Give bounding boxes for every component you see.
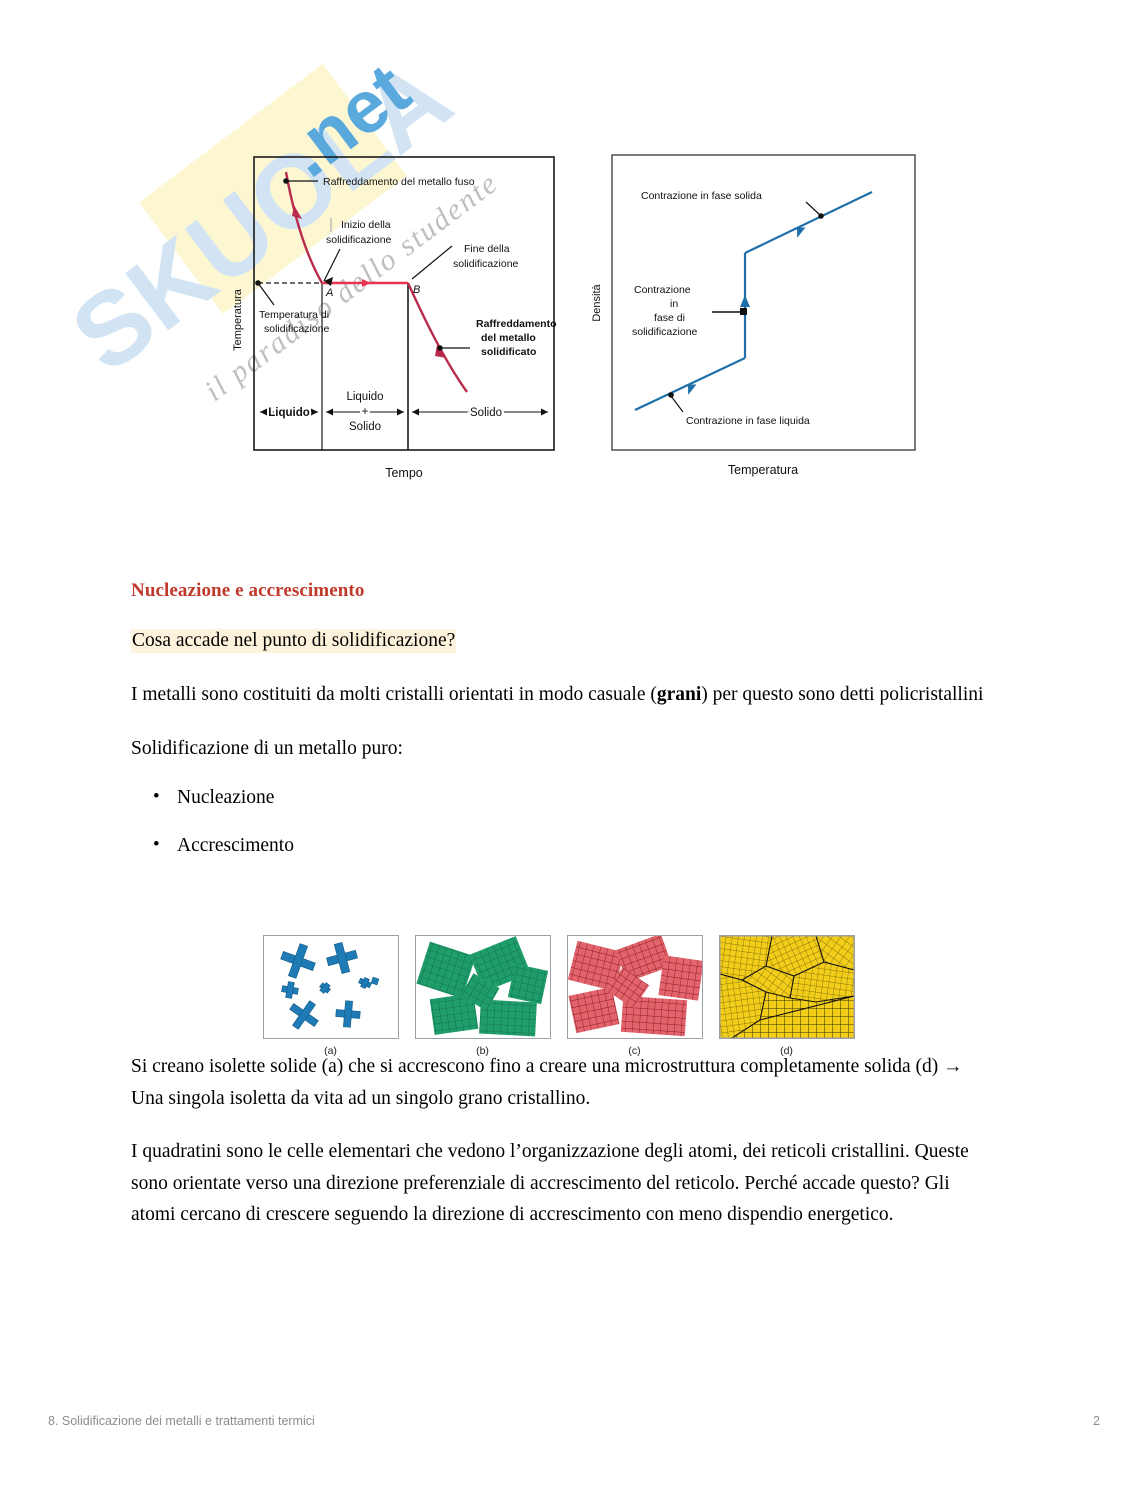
solid-cooling-label-l3: solidificato: [481, 346, 536, 358]
band-liquid-solid-label-l3: Solido: [349, 421, 381, 433]
page-footer: 8. Solidificazione dei metalli e trattam…: [48, 1414, 1100, 1428]
solidification-temp-label-l1: Temperatura di: [259, 309, 329, 321]
cooling-curve-ylabel: Temperatura: [232, 288, 244, 351]
band-solid-label: Solido: [470, 407, 502, 419]
point-a-label: A: [325, 287, 333, 299]
liquid-contraction-label: Contrazione in fase liquida: [686, 415, 810, 427]
liquid-phase-segment: [634, 357, 746, 411]
grain-panel-row: (a): [131, 935, 986, 1057]
list-item: Nucleazione: [153, 783, 986, 811]
grain-caption: (c): [628, 1045, 641, 1057]
solidification-steps-list: Nucleazione Accrescimento: [131, 783, 986, 860]
solid-cooling-label-l1: Raffreddamento: [476, 318, 557, 330]
grain-box-a: [262, 935, 399, 1039]
solidification-end-label-l1: Fine della: [464, 243, 510, 255]
grain-box-d: [718, 935, 855, 1039]
solid-cooling-segment: [406, 282, 468, 393]
solid-contraction-leader: [805, 201, 821, 216]
grain-panel-c: (c): [566, 935, 703, 1057]
melt-cooling-label: Raffreddamento del metallo fuso: [323, 176, 475, 188]
grain-panel-b: (b): [414, 935, 551, 1057]
liquid-contraction-marker: [668, 392, 674, 398]
grain-box-c: [566, 935, 703, 1039]
solidification-end-leader: [411, 245, 453, 280]
highlighted-question-text: Cosa accade nel punto di solidificazione…: [131, 629, 457, 653]
solidification-contraction-label-l3: fase di: [654, 312, 685, 324]
paragraph-cells: I quadratini sono le celle elementari ch…: [131, 1141, 969, 1226]
grain-box-b: [414, 935, 551, 1039]
band-liquid-solid-arrow-right: [397, 408, 404, 416]
solidification-contraction-label-l2: in: [670, 298, 678, 310]
density-curve-xlabel: Temperatura: [728, 463, 798, 477]
solidification-jump-arrow: [740, 295, 750, 307]
grain-panel-d: (d): [718, 935, 855, 1057]
band-solid-arrow-left: [412, 408, 419, 416]
paragraph-solidification: Solidificazione di un metallo puro:: [131, 737, 403, 759]
paragraph-metals-bold: grani: [656, 684, 702, 706]
liquid-phase-arrow: [683, 384, 697, 395]
footer-page-number: 2: [1093, 1414, 1100, 1428]
footer-document-title: 8. Solidificazione dei metalli e trattam…: [48, 1414, 315, 1428]
density-curve-ylabel: Densità: [591, 283, 603, 321]
band-liquid-solid-arrow-left: [326, 408, 333, 416]
list-item: Accrescimento: [153, 832, 986, 859]
band-liquid-solid-label-l2: +: [362, 406, 369, 418]
melt-cooling-marker: [283, 178, 289, 184]
grain-growth-figure: (a): [131, 935, 986, 1070]
solid-contraction-label: Contrazione in fase solida: [641, 190, 762, 202]
highlighted-question: Cosa accade nel punto di solidificazione…: [131, 628, 986, 653]
paragraph-metals-part2: ) per questo sono detti policristallini: [701, 684, 984, 706]
liquid-contraction-leader: [670, 395, 684, 413]
paragraph-metals: I metalli sono costituiti da molti crist…: [131, 679, 986, 711]
solid-phase-arrow: [792, 227, 806, 238]
document-content: Nucleazione e accrescimento Cosa accade …: [131, 580, 986, 1253]
band-liquid-arrow-right: [311, 408, 318, 416]
page-title: Nucleazione e accrescimento: [131, 580, 365, 601]
band-liquid-label: Liquido: [268, 407, 310, 419]
point-b-label: B: [413, 284, 420, 296]
grain-caption: (b): [476, 1045, 489, 1057]
liquid-cooling-segment: [284, 171, 324, 284]
density-curve-frame: [611, 154, 916, 451]
figure-cooling-curve: Temperatura Tempo Raffreddamento de: [232, 156, 557, 480]
solid-cooling-marker: [437, 345, 443, 351]
solidification-temp-label-l2: solidificazione: [264, 323, 330, 335]
paragraph-islands: Si creano isolette solide (a) che si acc…: [131, 1056, 963, 1109]
solidification-start-label-l1: Inizio della: [341, 219, 391, 231]
grain-caption: (d): [780, 1045, 793, 1057]
grain-caption: (a): [324, 1045, 337, 1057]
paragraph-metals-part1: I metalli sono costituiti da molti crist…: [131, 684, 657, 706]
figures-row: Temperatura Tempo Raffreddamento de: [0, 0, 1148, 500]
solid-phase-segment: [744, 191, 873, 254]
solidification-end-label-l2: solidificazione: [453, 258, 519, 270]
solidification-start-label-l2: solidificazione: [326, 234, 392, 246]
band-liquid-arrow-left: [260, 408, 267, 416]
solidification-contraction-marker: [740, 308, 747, 315]
solid-contraction-marker: [818, 213, 824, 219]
solidification-contraction-label-l4: solidificazione: [632, 326, 698, 338]
cooling-curve-xlabel: Tempo: [385, 466, 423, 480]
solid-cooling-label-l2: del metallo: [481, 332, 536, 344]
solidification-temp-leader: [257, 282, 275, 306]
band-solid-arrow-right: [541, 408, 548, 416]
solidification-contraction-label-l1: Contrazione: [634, 284, 691, 296]
figure-density-curve: Densità Temperatura Contrazione in fase …: [591, 154, 916, 477]
grain-panel-a: (a): [262, 935, 399, 1057]
band-liquid-solid-label-l1: Liquido: [346, 391, 383, 403]
plateau-arrow: [362, 279, 371, 287]
solidification-start-leader: [323, 248, 341, 282]
